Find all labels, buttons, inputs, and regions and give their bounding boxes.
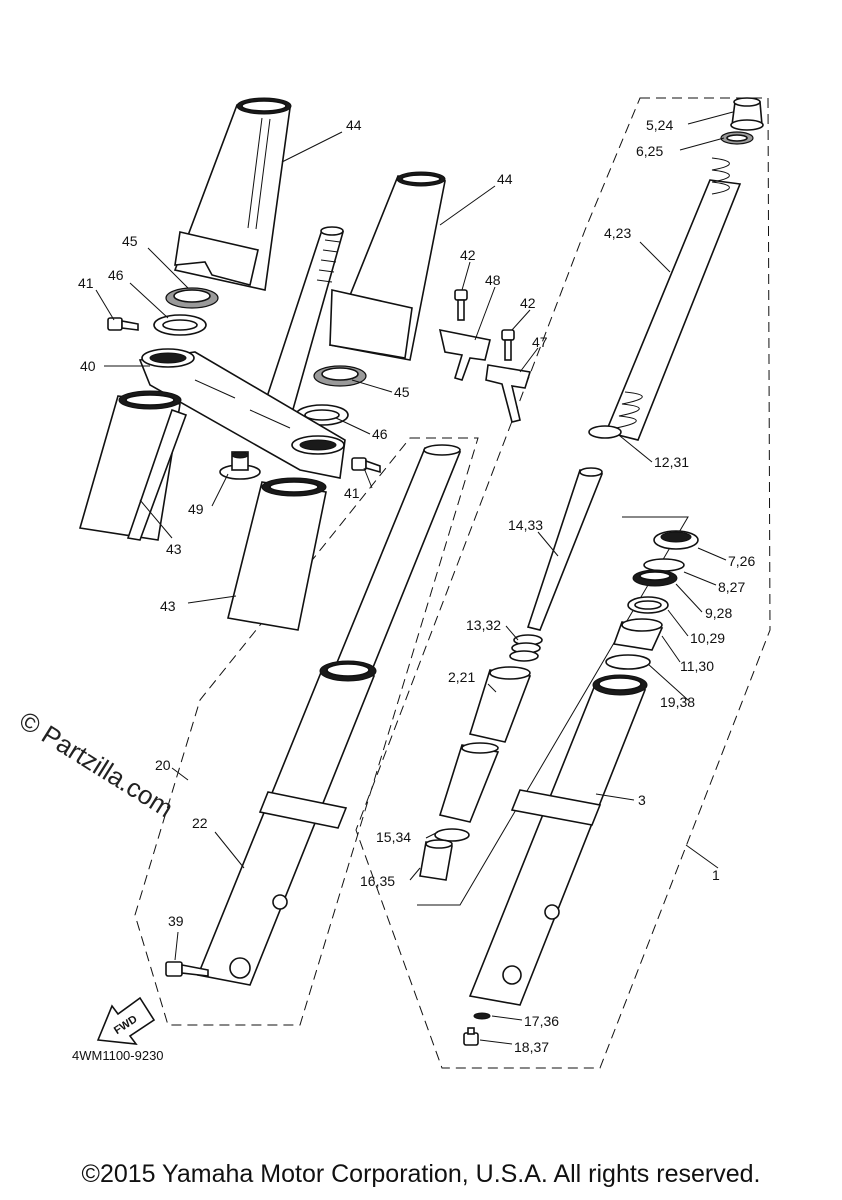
washer-17 xyxy=(473,1012,491,1020)
fwd-arrow-icon: FWD xyxy=(96,996,156,1045)
callout-47: 47 xyxy=(532,334,548,350)
callout-7-26: 7,26 xyxy=(728,553,755,569)
callout-1: 1 xyxy=(712,867,720,883)
part-12 xyxy=(588,425,622,439)
bolt-41-right xyxy=(351,457,381,474)
fork-spring xyxy=(604,157,742,441)
callout-3: 3 xyxy=(638,792,646,808)
callout-4-23: 4,23 xyxy=(604,225,631,241)
callout-45: 45 xyxy=(122,233,138,249)
callout-10-29: 10,29 xyxy=(690,630,725,646)
fork-cap-bolt xyxy=(730,97,764,131)
leader-lines xyxy=(95,111,734,1045)
diagram-code: 4WM1100-9230 xyxy=(72,1048,164,1063)
group-outline-1 xyxy=(355,97,771,1069)
callout-19-38: 19,38 xyxy=(660,694,695,710)
bolt-42-left xyxy=(454,289,468,321)
callout-42: 42 xyxy=(520,295,536,311)
callout-13-32: 13,32 xyxy=(466,617,501,633)
callout-44: 44 xyxy=(346,117,362,133)
outer-tube-right xyxy=(468,674,648,1006)
copyright-notice: ©2015 Yamaha Motor Corporation, U.S.A. A… xyxy=(81,1160,761,1188)
callout-12-31: 12,31 xyxy=(654,454,689,470)
callout-15-34: 15,34 xyxy=(376,829,411,845)
part-16 xyxy=(419,839,453,881)
o-ring-19 xyxy=(605,654,651,670)
callout-20: 20 xyxy=(155,757,171,773)
callout-42: 42 xyxy=(460,247,476,263)
part-15 xyxy=(434,828,470,842)
lower-bracket xyxy=(138,348,346,479)
callout-14-33: 14,33 xyxy=(508,517,543,533)
bolt-42-right xyxy=(501,329,515,361)
callout-46: 46 xyxy=(372,426,388,442)
upper-cover-right xyxy=(328,171,446,361)
lower-cover-right xyxy=(227,477,327,631)
callout-18-37: 18,37 xyxy=(514,1039,549,1055)
callout-49: 49 xyxy=(188,501,204,517)
callout-16-35: 16,35 xyxy=(360,873,395,889)
part-15-cylinder xyxy=(438,742,500,823)
callout-8-27: 8,27 xyxy=(718,579,745,595)
group-outline-20 xyxy=(134,437,479,1026)
callout-40: 40 xyxy=(80,358,96,374)
outer-tube-left xyxy=(196,660,377,986)
lower-cover-left xyxy=(78,390,188,541)
slide-metal xyxy=(612,618,664,651)
callout-17-36: 17,36 xyxy=(524,1013,559,1029)
callout-22: 22 xyxy=(192,815,208,831)
part-2 xyxy=(468,666,532,743)
bracket-48 xyxy=(438,328,491,381)
callout-2-21: 2,21 xyxy=(448,669,475,685)
bolt-18 xyxy=(463,1027,479,1046)
callout-43: 43 xyxy=(166,541,182,557)
damper-rod xyxy=(526,467,604,631)
callout-44: 44 xyxy=(497,171,513,187)
callout-45: 45 xyxy=(394,384,410,400)
bracket-47 xyxy=(485,364,532,423)
upper-cover-left xyxy=(173,97,292,291)
callout-48: 48 xyxy=(485,272,501,288)
callout-labels: 44 44 45 46 41 40 42 42 48 47 45 46 41 4… xyxy=(78,117,755,1055)
callout-5-24: 5,24 xyxy=(646,117,673,133)
inner-outline xyxy=(417,516,689,906)
callout-11-30: 11,30 xyxy=(680,658,714,674)
callout-43: 43 xyxy=(160,598,176,614)
bolt-41-left xyxy=(107,317,139,331)
rebound-spring xyxy=(509,634,543,662)
bolt-39 xyxy=(165,961,209,977)
callout-9-28: 9,28 xyxy=(705,605,732,621)
part-49 xyxy=(219,451,261,480)
callout-39: 39 xyxy=(168,913,184,929)
clip xyxy=(643,558,685,572)
callout-46: 46 xyxy=(108,267,124,283)
callout-41: 41 xyxy=(344,485,360,501)
callout-41: 41 xyxy=(78,275,94,291)
callout-6-25: 6,25 xyxy=(636,143,663,159)
